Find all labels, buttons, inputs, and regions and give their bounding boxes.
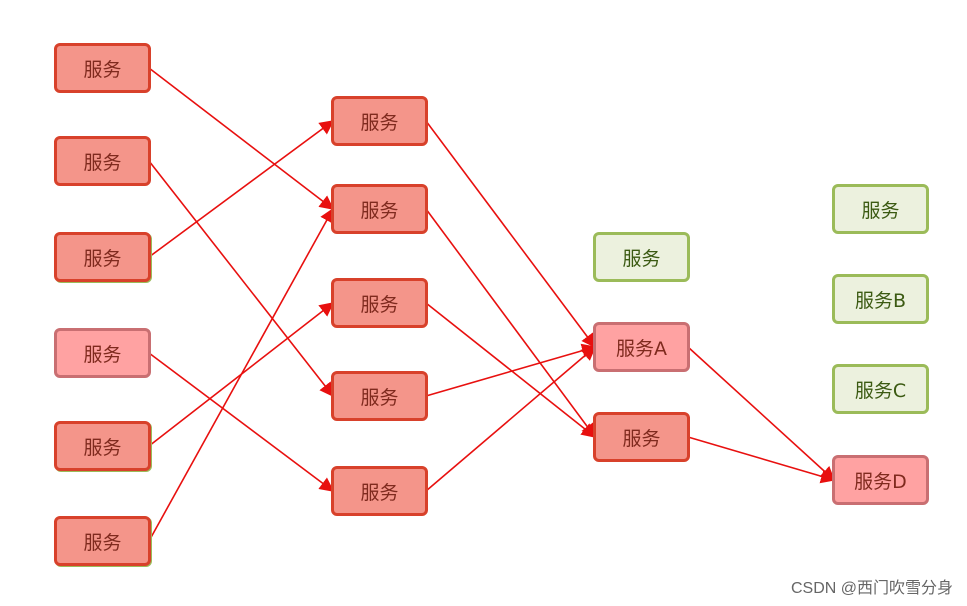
service-node-label: 服务C <box>854 379 907 402</box>
service-node-label: 服务 <box>83 151 122 174</box>
service-node-c1-6: 服务 <box>54 516 151 566</box>
service-node-c2-3: 服务 <box>331 278 428 328</box>
edge-c1_1-to-c2_2 <box>148 67 335 210</box>
edge-c2_1-to-c3_a <box>425 120 596 349</box>
service-node-c4-d: 服务D <box>832 455 929 505</box>
edge-c3_b-to-c4_d <box>687 436 836 484</box>
service-node-label: 服务 <box>83 531 122 554</box>
service-node-c4-1: 服务 <box>832 184 929 234</box>
service-node-label: 服务 <box>83 343 122 366</box>
service-node-c1-1: 服务 <box>54 43 151 93</box>
service-node-c2-4: 服务 <box>331 371 428 421</box>
service-node-label: 服务 <box>360 481 399 504</box>
service-node-label: 服务 <box>360 293 399 316</box>
service-node-label: 服务D <box>854 470 907 493</box>
edge-c2_4-to-c3_a <box>425 343 597 397</box>
service-node-c3-top: 服务 <box>593 232 690 282</box>
edge-c2_2-to-c3_b <box>425 208 596 439</box>
service-node-label: 服务 <box>83 436 122 459</box>
service-node-label: 服务 <box>622 427 661 450</box>
service-node-c1-5: 服务 <box>54 421 151 471</box>
service-node-c1-3: 服务 <box>54 232 151 282</box>
edge-c1_4-to-c2_5 <box>148 352 335 492</box>
watermark: CSDN @西门吹雪分身 <box>790 580 953 597</box>
service-node-label: 服务 <box>360 111 399 134</box>
edge-c2_5-to-c3_a <box>425 346 597 492</box>
service-node-label: 服务 <box>83 247 122 270</box>
edge-c1_2-to-c2_4 <box>148 160 334 398</box>
service-node-label: 服务B <box>854 289 907 312</box>
service-node-c1-4: 服务 <box>54 328 151 378</box>
service-node-c1-2: 服务 <box>54 136 151 186</box>
service-node-c3-b: 服务 <box>593 412 690 462</box>
service-node-label: 服务A <box>616 337 667 360</box>
service-node-label: 服务 <box>360 199 399 222</box>
service-node-c4-c: 服务C <box>832 364 929 414</box>
service-node-label: 服务 <box>83 58 122 81</box>
service-node-c4-b: 服务B <box>832 274 929 324</box>
service-node-label: 服务 <box>360 386 399 409</box>
edge-c1_3-to-c2_1 <box>148 120 335 258</box>
service-node-c2-5: 服务 <box>331 466 428 516</box>
service-node-c2-2: 服务 <box>331 184 428 234</box>
edge-c3_a-to-c4_d <box>687 346 836 481</box>
service-node-c3-a: 服务A <box>593 322 690 372</box>
edge-c1_6-to-c2_2 <box>148 207 334 542</box>
edge-c2_3-to-c3_b <box>425 302 597 438</box>
service-node-label: 服务 <box>861 199 900 222</box>
service-node-c2-1: 服务 <box>331 96 428 146</box>
service-node-label: 服务 <box>622 247 661 270</box>
